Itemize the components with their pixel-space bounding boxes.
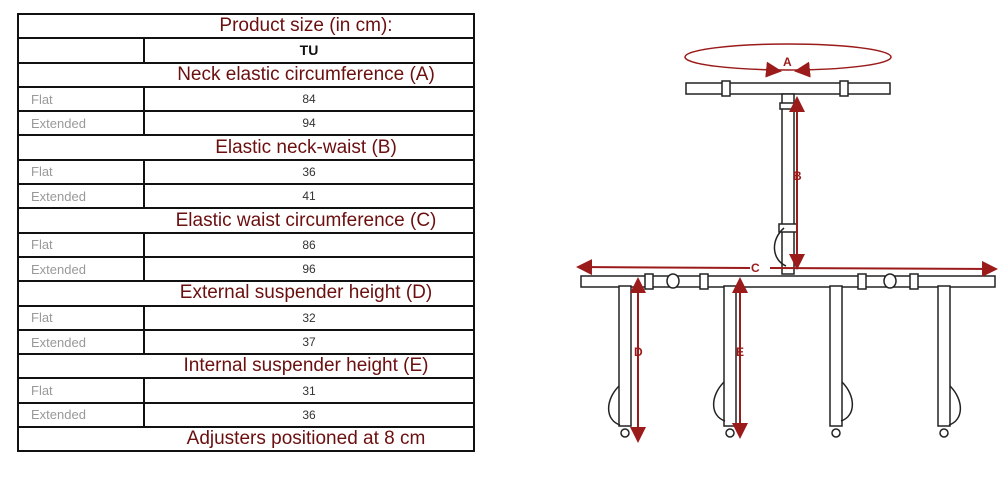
row-label: Extended: [17, 401, 145, 429]
row-value: 86: [143, 231, 475, 258]
label-d: D: [634, 345, 643, 359]
row-value: 96: [143, 255, 475, 283]
neck-waist-strap: [781, 93, 795, 275]
row-label: Flat: [17, 231, 145, 258]
waist-band: [580, 275, 996, 288]
row-value: 31: [143, 377, 475, 404]
row-label: Flat: [17, 377, 145, 404]
size-label: TU: [143, 37, 475, 64]
row-label: Flat: [17, 85, 145, 113]
neck-loop: [684, 43, 892, 71]
row-label: Extended: [17, 255, 145, 283]
size-table: Product size (in cm): TU Neck elastic ci…: [17, 12, 475, 453]
neck-bar: [685, 82, 891, 95]
label-e: E: [736, 345, 744, 359]
row-label: Extended: [17, 110, 145, 137]
row-value: 36: [143, 401, 475, 429]
row-value: 37: [143, 328, 475, 356]
row-label: Extended: [17, 183, 145, 210]
section-heading: Neck elastic circumference (A): [17, 61, 475, 88]
section-heading: Elastic waist circumference (C): [17, 207, 475, 234]
label-a: A: [783, 55, 792, 69]
label-b: B: [793, 169, 802, 183]
row-value: 36: [143, 158, 475, 186]
label-c: C: [751, 261, 760, 275]
row-label: Extended: [17, 328, 145, 356]
row-value: 32: [143, 304, 475, 331]
row-label: Flat: [17, 304, 145, 331]
suspenders: [607, 285, 962, 438]
section-heading: External suspender height (D): [17, 280, 475, 307]
row-label: Flat: [17, 158, 145, 186]
row-value: 84: [143, 85, 475, 113]
table-title: Product size (in cm):: [17, 12, 475, 40]
row-value: 41: [143, 183, 475, 210]
row-value: 94: [143, 110, 475, 137]
section-heading: Internal suspender height (E): [17, 353, 475, 380]
footer-note: Adjusters positioned at 8 cm: [17, 426, 475, 453]
section-heading: Elastic neck-waist (B): [17, 134, 475, 161]
